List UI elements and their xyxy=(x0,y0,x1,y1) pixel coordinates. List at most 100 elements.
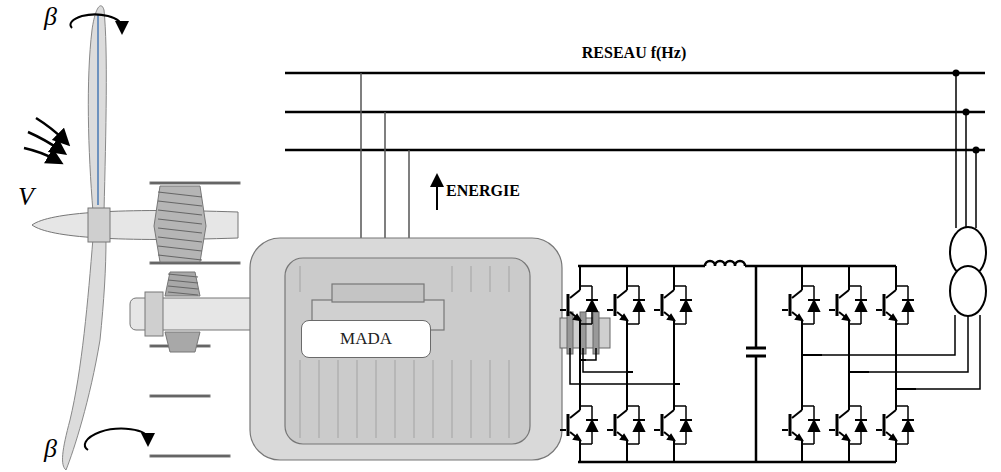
gearbox xyxy=(130,182,260,457)
dc-bus xyxy=(746,347,766,350)
igbt-switch xyxy=(654,280,692,330)
leg-wire xyxy=(579,330,581,400)
dc-bus xyxy=(578,261,896,462)
grid-side-wires xyxy=(822,315,955,355)
gearbox xyxy=(145,292,163,336)
cooling-fin xyxy=(394,360,395,438)
rotor-blades xyxy=(63,238,106,470)
leg-wire xyxy=(579,266,581,280)
rotor-wires xyxy=(586,348,596,360)
cooling-fin xyxy=(432,360,433,438)
gear-tooth xyxy=(168,274,198,277)
leg-wire xyxy=(579,450,581,462)
leg-wire xyxy=(848,330,850,400)
rotor-wires xyxy=(570,348,680,384)
slip-rings xyxy=(593,312,599,354)
machine-housing xyxy=(285,258,530,444)
gear-tooth xyxy=(168,292,198,295)
grid-lines xyxy=(285,72,985,75)
gearbox xyxy=(150,182,240,184)
machine-housing xyxy=(332,284,424,302)
cooling-fin xyxy=(451,266,452,292)
cooling-fin xyxy=(508,360,509,438)
gear-tooth xyxy=(158,192,202,197)
gearbox xyxy=(165,332,200,352)
transformer xyxy=(950,227,986,316)
cooling-fin xyxy=(470,360,471,438)
cooling-fin xyxy=(375,360,376,438)
leg-wire xyxy=(626,450,628,462)
rotor-wires xyxy=(583,348,633,372)
gear-tooth xyxy=(158,228,202,233)
leg-wire xyxy=(626,330,628,400)
leg-wire xyxy=(673,330,675,400)
machine-label: MADA xyxy=(340,329,392,349)
gear-tooth xyxy=(158,210,202,215)
leg-wire xyxy=(673,450,675,462)
slip-rings xyxy=(567,312,573,354)
grid-lines xyxy=(285,111,985,114)
cooling-fin xyxy=(413,360,414,438)
pitch-arrows xyxy=(70,15,122,29)
leg-wire xyxy=(801,330,803,400)
leg-wire xyxy=(801,450,803,462)
grid-side-wires xyxy=(975,150,977,228)
igbt-switch xyxy=(560,280,598,330)
gear-teeth xyxy=(158,192,202,295)
leg-wire xyxy=(580,359,586,361)
wind-speed-label: V xyxy=(18,182,34,212)
cooling-fin xyxy=(299,266,300,292)
cooling-fin xyxy=(318,360,319,438)
leg-wire xyxy=(895,450,897,462)
gear-tooth xyxy=(168,286,198,289)
leg-wire xyxy=(802,354,822,356)
pitch-angle-label: β xyxy=(44,434,57,464)
pitch-angle-label: β xyxy=(44,2,57,32)
cooling-fin xyxy=(356,360,357,438)
cooling-fin xyxy=(451,360,452,438)
grid-side-wires xyxy=(822,73,980,389)
cooling-fin xyxy=(489,266,490,292)
wind-arrows xyxy=(28,132,60,150)
rotor-wires xyxy=(570,348,680,384)
rotor-blades xyxy=(97,15,99,205)
leg-wire xyxy=(848,450,850,462)
igbt-switch xyxy=(876,280,914,330)
cooling-fin xyxy=(299,360,300,438)
igbt-switch xyxy=(829,280,867,330)
igbt-switch xyxy=(607,280,645,330)
gear-tooth xyxy=(158,246,202,251)
igbt-switch xyxy=(654,400,692,450)
igbt-switch xyxy=(560,400,598,450)
wind-arrows xyxy=(24,118,64,160)
pitch-arrows xyxy=(85,429,148,450)
cooling-fin xyxy=(470,266,471,292)
transformer xyxy=(950,266,986,316)
dc-bus xyxy=(755,356,758,462)
gear-tooth xyxy=(158,255,202,260)
dc-bus xyxy=(578,265,705,268)
cooling-fin xyxy=(337,360,338,438)
grid-title: RESEAU f(Hz) xyxy=(582,44,686,62)
igbt-switch xyxy=(829,400,867,450)
hub xyxy=(32,208,238,242)
grid-side-wires xyxy=(869,315,968,372)
leg-wire xyxy=(896,388,916,390)
rotor-blades xyxy=(88,6,106,212)
leg-wire xyxy=(626,266,628,280)
grid-side-wires xyxy=(965,112,967,228)
gear-tooth xyxy=(158,201,202,206)
grid-lines xyxy=(285,149,985,152)
converter-legs xyxy=(560,266,916,462)
slip-rings xyxy=(560,312,610,354)
cooling-fin xyxy=(489,360,490,438)
gear-tooth xyxy=(158,219,202,224)
dc-bus xyxy=(755,266,758,348)
igbt-switch xyxy=(782,280,820,330)
energy-label: ENERGIE xyxy=(446,182,520,200)
leg-wire xyxy=(848,266,850,280)
grid-lines xyxy=(285,73,985,150)
